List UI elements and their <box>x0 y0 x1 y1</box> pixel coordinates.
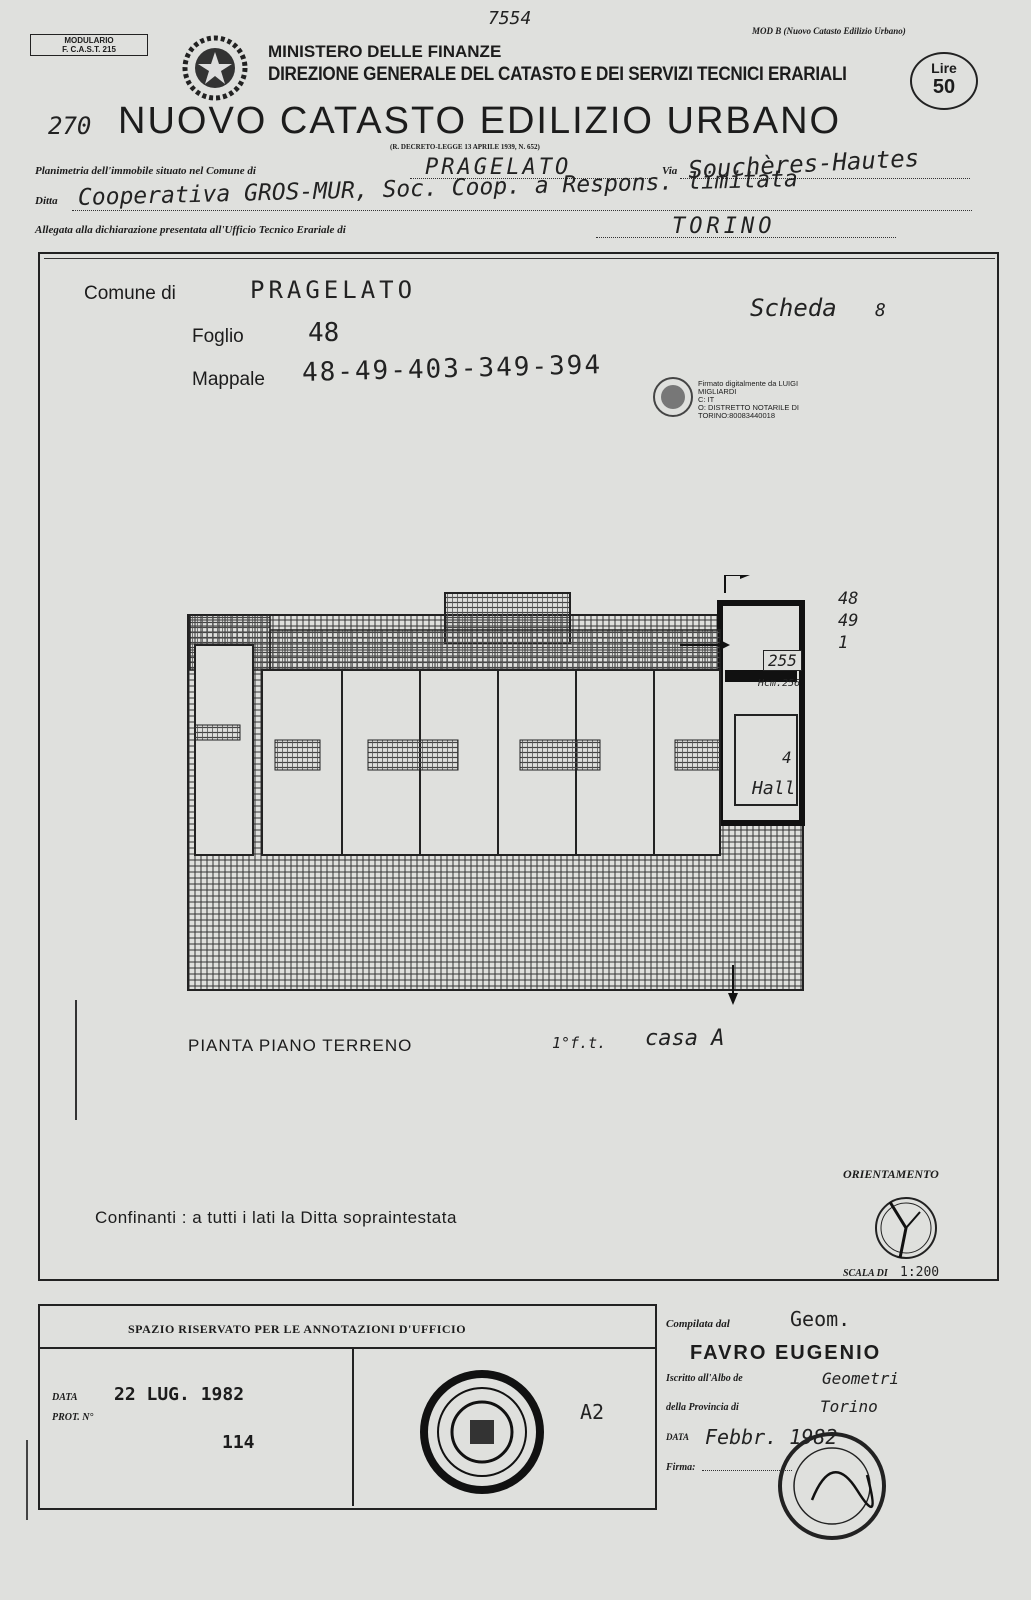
iscritto-label: Iscritto all'Albo de <box>666 1373 743 1384</box>
reserved-vertical-divider <box>352 1349 354 1506</box>
modulario-label: MODULARIO <box>64 36 114 45</box>
top-number: 7554 <box>488 8 532 29</box>
allegata-label: Allegata alla dichiarazione presentata a… <box>35 224 346 236</box>
signature-line: C: IT <box>698 395 715 404</box>
provincia-label: della Provincia di <box>666 1402 739 1413</box>
compilata-name: FAVRO EUGENIO <box>690 1342 882 1364</box>
ditta-line <box>72 192 972 211</box>
comune-line <box>410 160 650 179</box>
compass-icon <box>875 1197 937 1259</box>
foglio-value: 48 <box>308 318 340 348</box>
side-number: 49 <box>838 611 859 631</box>
signature-line: O: DISTRETTO NOTARILE DI <box>698 403 799 412</box>
firma-label: Firma: <box>666 1462 696 1473</box>
plan-frame <box>38 252 999 1281</box>
signature-line: TORINO:80083440018 <box>698 411 775 420</box>
left-margin-line <box>75 1000 77 1120</box>
annotation-text: A2 <box>580 1400 605 1424</box>
data-label: DATA <box>52 1392 78 1403</box>
prefix-number: 270 <box>48 112 92 140</box>
compilata-label: Compilata dal <box>666 1318 730 1330</box>
reserved-title: SPAZIO RISERVATO PER LE ANNOTAZIONI D'UF… <box>128 1322 467 1336</box>
ufficio-line <box>596 221 896 238</box>
prot-value: 114 <box>222 1432 255 1453</box>
digital-seal-icon <box>653 377 693 417</box>
room-number: 255 <box>763 650 802 671</box>
scala-label: SCALA DI <box>843 1268 888 1279</box>
digital-signature: Firmato digitalmente da LUIGI MIGLIARDI … <box>698 380 799 420</box>
decree-line: (R. DECRETO-LEGGE 13 APRILE 1939, N. 652… <box>390 143 540 151</box>
scala-value: 1:200 <box>900 1265 940 1280</box>
via-line <box>680 160 970 179</box>
date-label: DATA <box>666 1432 690 1442</box>
prot-label: PROT. N° <box>52 1412 94 1423</box>
hall-number: 4 <box>782 748 792 767</box>
confinanti-text: Confinanti : a tutti i lati la Ditta sop… <box>95 1208 457 1227</box>
plan-comune-value: PRAGELATO <box>250 276 417 304</box>
side-numbers: 48 49 1 <box>838 588 858 654</box>
signature-line: Firmato digitalmente da LUIGI <box>698 379 799 388</box>
mod-label: MOD B (Nuovo Catasto Edilizio Urbano) <box>752 26 906 36</box>
iscritto-value: Geometri <box>822 1369 900 1388</box>
casa-label: casa A <box>645 1026 725 1051</box>
left-edge-mark <box>26 1440 28 1520</box>
direction-title: DIREZIONE GENERALE DEL CATASTO E DEI SER… <box>268 64 847 85</box>
hall-label: Hall <box>752 778 796 799</box>
scheda-label: Scheda <box>750 294 837 322</box>
comune-value: PRAGELATO <box>425 155 572 180</box>
lire-label: Lire <box>931 60 957 76</box>
plan-comune-label: Comune di <box>84 283 176 304</box>
orientamento-label: ORIENTAMENTO <box>843 1167 939 1181</box>
scheda-value: 8 <box>875 300 886 321</box>
reserved-box <box>38 1304 657 1510</box>
surveyor-stamp-icon <box>778 1432 886 1540</box>
data-value: 22 LUG. 1982 <box>114 1384 245 1405</box>
foglio-label: Foglio <box>192 326 244 347</box>
compilata-title: Geom. <box>790 1307 851 1331</box>
provincia-value: Torino <box>820 1397 878 1416</box>
ditta-label: Ditta <box>35 195 58 207</box>
firma-line <box>702 1460 792 1471</box>
plan-frame-inner-line <box>44 258 995 259</box>
reserved-divider <box>40 1347 655 1349</box>
pianta-label: PIANTA PIANO TERRENO <box>188 1036 413 1055</box>
side-number: 48 <box>838 589 859 609</box>
floor-plan-drawing <box>187 575 805 1005</box>
planimetria-label: Planimetria dell'immobile situato nel Co… <box>35 165 256 177</box>
republic-emblem-icon <box>182 35 248 101</box>
modulario-code: F. C.A.S.T. 215 <box>62 45 116 54</box>
side-number: 1 <box>838 633 849 653</box>
pianta-sub: 1°f.t. <box>552 1034 607 1052</box>
ufficio-value: TORINO <box>672 214 776 239</box>
room-sub: Hcm.256 <box>758 678 801 689</box>
via-label: Via <box>662 165 678 177</box>
office-stamp-icon <box>420 1370 544 1494</box>
mappale-label: Mappale <box>192 369 265 390</box>
main-title: NUOVO CATASTO EDILIZIO URBANO <box>118 100 842 142</box>
lire-stamp: Lire 50 <box>910 52 978 110</box>
signature-line: MIGLIARDI <box>698 387 737 396</box>
modulario-box: MODULARIO F. C.A.S.T. 215 <box>30 34 148 56</box>
ministry-title: MINISTERO DELLE FINANZE <box>268 42 502 61</box>
lire-value: 50 <box>932 76 956 98</box>
